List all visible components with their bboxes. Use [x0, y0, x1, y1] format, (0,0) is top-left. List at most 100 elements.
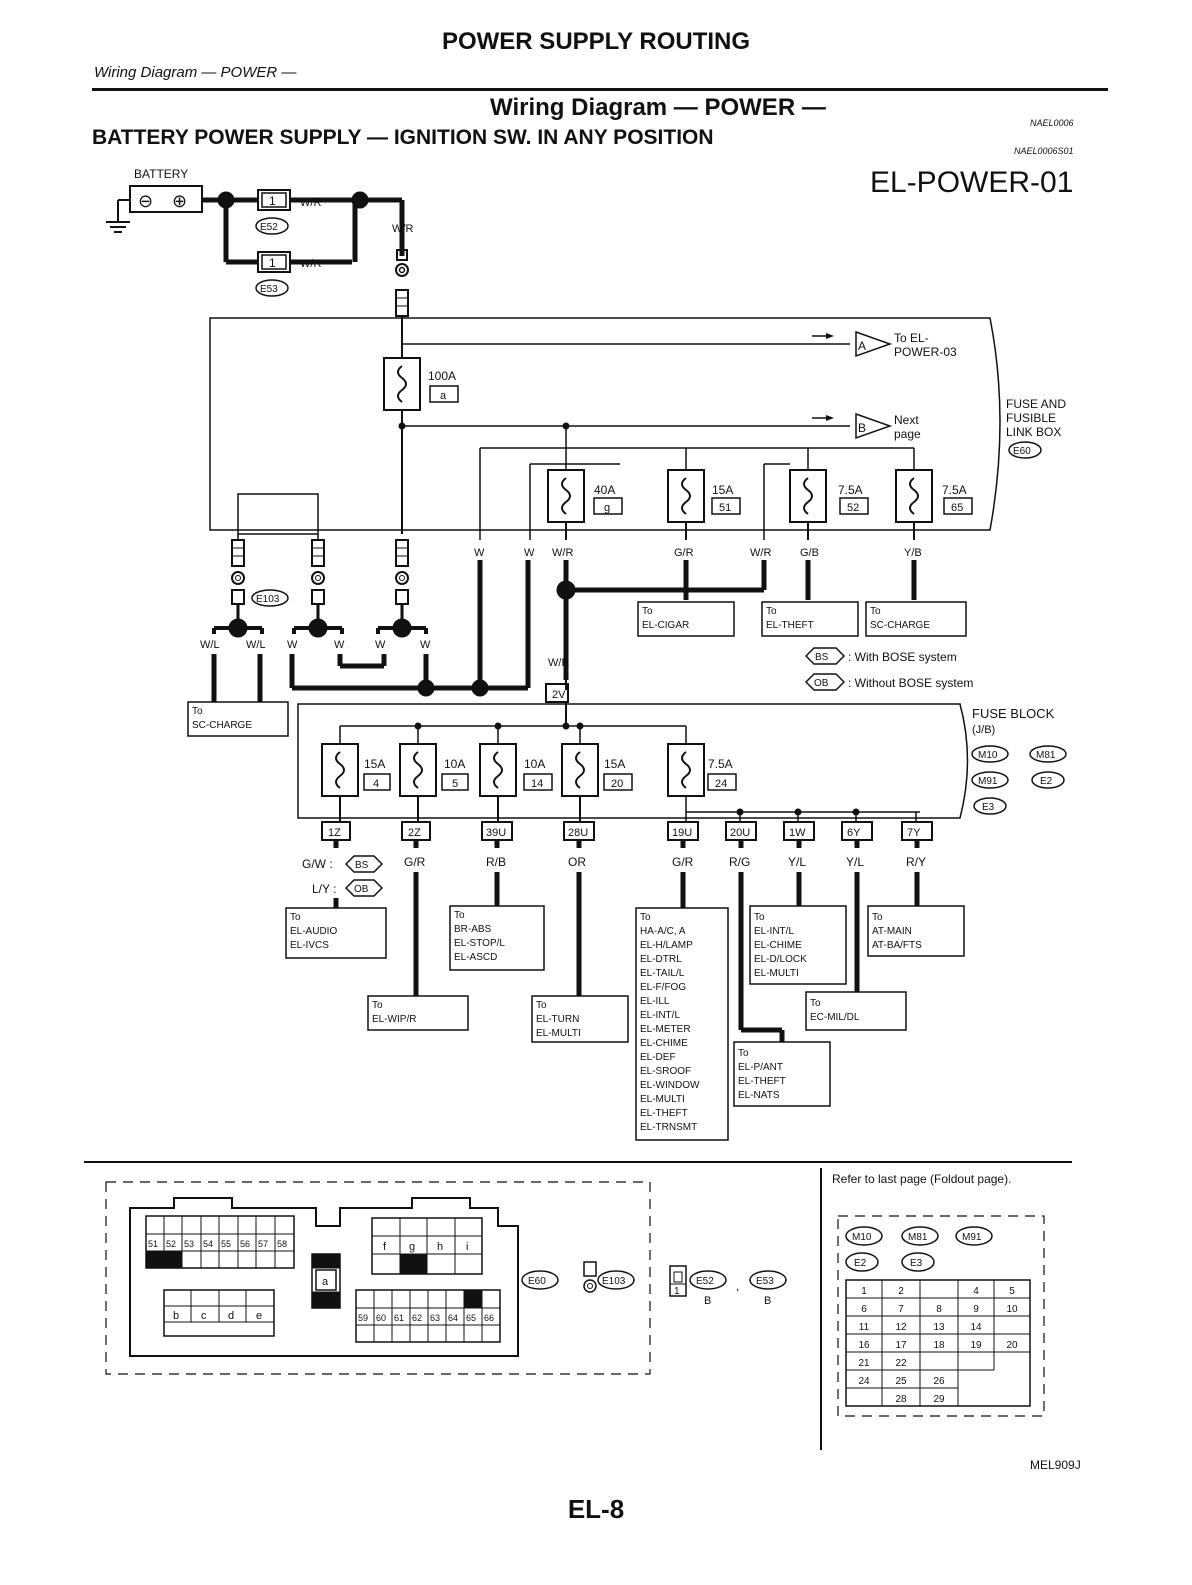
pin-1z-bs: BS [355, 860, 369, 871]
svg-text:To: To [872, 912, 883, 923]
wire-wr2: W/R [548, 657, 569, 669]
svg-text:2: 2 [898, 1286, 904, 1297]
svg-text:To: To [372, 1000, 383, 1011]
svg-text:EL-AUDIO: EL-AUDIO [290, 926, 337, 937]
arrow-b-letter: B [858, 421, 866, 435]
svg-text:17: 17 [895, 1340, 907, 1351]
svg-text:65: 65 [466, 1313, 476, 1323]
fusible-links [202, 189, 409, 317]
wire-wl2: W/L [246, 639, 266, 651]
jb-connector-view [837, 1215, 1045, 1417]
page-number: EL-8 [567, 1494, 625, 1524]
legend-ob-text: : Without BOSE system [848, 676, 973, 690]
jbv-pin-grid: 1 2 4 5 6 7 8 9 10 11 12 13 14 16 17 18 … [858, 1286, 1018, 1405]
jb-fuse-10a-14 [479, 743, 517, 822]
box-fuse-2-wire: G/R [674, 547, 694, 559]
arrow-a-icon [812, 330, 893, 358]
jb-pin-7y: 7Y [907, 827, 921, 839]
jbv-conn-4: E2 [854, 1258, 867, 1269]
jb-conn-3: M91 [978, 776, 998, 787]
svg-text:EL-MULTI: EL-MULTI [640, 1094, 685, 1105]
link-2-wire: W/R [300, 258, 321, 270]
footer-divider [820, 1168, 822, 1450]
svg-text:To: To [640, 912, 651, 923]
output-wires [333, 840, 920, 1042]
svg-text:EL-TURN: EL-TURN [536, 1014, 579, 1025]
jb-fuse-15a-20 [561, 743, 599, 822]
wire-6y: Y/L [846, 855, 864, 869]
jbv-conn-3: M91 [962, 1232, 982, 1243]
svg-text:EL-INT/L: EL-INT/L [754, 926, 794, 937]
harness-wires [211, 539, 917, 702]
connector-pins-row2: b c d e [173, 1310, 262, 1322]
jbv-conn-1: M10 [852, 1232, 872, 1243]
svg-text:63: 63 [430, 1313, 440, 1323]
svg-text:EL-CHIME: EL-CHIME [640, 1038, 688, 1049]
jb-pin-19u: 19U [672, 827, 692, 839]
ly-label: L/Y : [312, 882, 336, 896]
svg-text:EL-SROOF: EL-SROOF [640, 1066, 691, 1077]
bs-badge-icon [804, 647, 846, 665]
wire-w4: W [334, 639, 345, 651]
jb-conn-2: M81 [1036, 750, 1056, 761]
connector-pins-row3: f g h i [383, 1241, 468, 1253]
svg-text:24: 24 [858, 1376, 870, 1387]
wire-2z: G/R [404, 855, 426, 869]
arrow-b-line1: Next [894, 413, 919, 427]
link-1-num: 1 [269, 194, 276, 208]
gw-label: G/W : [302, 857, 333, 871]
view-sep: , [736, 1279, 739, 1293]
svg-text:EL-NATS: EL-NATS [738, 1090, 780, 1101]
connector-pin-a: a [322, 1276, 329, 1288]
jb-fuse-2-id: 5 [452, 778, 458, 790]
fusible-box-label-1: FUSE AND [1006, 397, 1066, 411]
box-fuse-3-amp: 7.5A [838, 483, 863, 497]
jb-fuse-7-5a-24 [667, 743, 705, 797]
link-2-num: 1 [269, 256, 276, 270]
svg-text:19: 19 [970, 1340, 982, 1351]
legend-bs: BS [815, 652, 829, 663]
svg-text:AT-MAIN: AT-MAIN [872, 926, 912, 937]
svg-text:56: 56 [240, 1239, 250, 1249]
connector-e2-icon [845, 1252, 879, 1272]
wire-w1: W [474, 547, 485, 559]
connector-m10-icon [845, 1226, 883, 1246]
svg-text:64: 64 [448, 1313, 458, 1323]
arrow-b-line2: page [894, 427, 921, 441]
svg-text:EL-METER: EL-METER [640, 1024, 691, 1035]
page-subheader: Wiring Diagram — POWER — [94, 64, 297, 81]
connector-pins-row4: 59 60 61 62 63 64 65 66 [358, 1313, 494, 1323]
svg-text:EC-MIL/DL: EC-MIL/DL [810, 1012, 860, 1023]
svg-text:54: 54 [203, 1239, 213, 1249]
bs-badge-icon [344, 855, 384, 873]
svg-text:8: 8 [936, 1304, 942, 1315]
view-e53-label: E53 [756, 1276, 774, 1287]
connector-e60-icon [1008, 441, 1042, 459]
svg-text:c: c [201, 1310, 207, 1322]
svg-text:EL-F/FOG: EL-F/FOG [640, 982, 686, 993]
svg-text:55: 55 [221, 1239, 231, 1249]
svg-text:1: 1 [861, 1286, 867, 1297]
box-fuse-40a [547, 469, 585, 540]
battery-neg-icon: ⊖ [138, 191, 153, 211]
box-fuse-1-wire: W/R [552, 547, 573, 559]
to-el-theft: EL-THEFT [766, 620, 814, 631]
jb-fuse-4-amp: 15A [604, 757, 625, 771]
connector-e103-icon [597, 1270, 635, 1290]
connector-e2-icon [1031, 771, 1065, 789]
jb-fuse-1-id: 4 [373, 778, 379, 790]
svg-text:11: 11 [859, 1322, 870, 1333]
connector-e52-icon [689, 1270, 727, 1290]
svg-text:58: 58 [277, 1239, 287, 1249]
diagram-id: EL-POWER-01 [870, 166, 1074, 199]
page-title: POWER SUPPLY ROUTING [441, 28, 751, 55]
jb-conn-1: M10 [978, 750, 998, 761]
svg-text:f: f [383, 1241, 387, 1253]
svg-text:29: 29 [933, 1394, 945, 1405]
svg-text:To: To [290, 912, 301, 923]
svg-text:EL-WIP/R: EL-WIP/R [372, 1014, 416, 1025]
wire-wr-theft: W/R [750, 547, 771, 559]
battery: BATTERY ⊖ ⊕ [106, 167, 203, 233]
svg-text:25: 25 [895, 1376, 907, 1387]
svg-text:4: 4 [973, 1286, 979, 1297]
